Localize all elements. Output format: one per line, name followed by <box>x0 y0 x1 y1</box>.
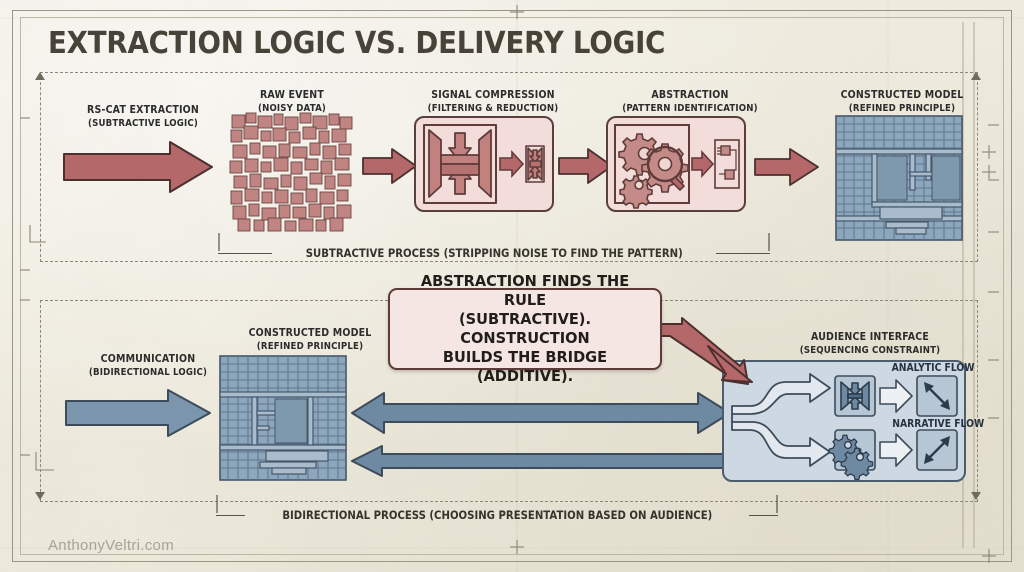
caption-rule-right-2 <box>749 514 779 516</box>
subtractive-process-caption: SUBTRACTIVE PROCESS (STRIPPING NOISE TO … <box>218 246 771 260</box>
site-watermark: AnthonyVeltri.com <box>48 537 174 554</box>
subtractive-process-text: SUBTRACTIVE PROCESS (STRIPPING NOISE TO … <box>305 246 683 260</box>
bidirectional-arrow-lower <box>351 445 731 477</box>
signal-compression-box <box>414 116 554 212</box>
page-title: EXTRACTION LOGIC VS. DELIVERY LOGIC <box>48 26 666 61</box>
raw-event-label: RAW EVENT (NOISY DATA) <box>232 88 352 115</box>
key-insight-callout: ABSTRACTION FINDS THE RULE (SUBTRACTIVE)… <box>388 272 662 385</box>
narrative-flow-label: NARRATIVE FLOW <box>892 418 985 430</box>
bidirectional-process-caption: BIDIRECTIONAL PROCESS (CHOOSING PRESENTA… <box>216 508 779 522</box>
raw-event-line1: RAW EVENT <box>259 88 325 101</box>
audience-interface-line2: (SEQUENCING CONSTRAINT) <box>799 345 941 356</box>
callout-line3: BUILDS THE BRIDGE (ADDITIVE). <box>442 348 608 385</box>
signal-compression-line2: (FILTERING & REDUCTION) <box>427 103 559 114</box>
constructed-model-top-label: CONSTRUCTED MODEL (REFINED PRINCIPLE) <box>825 88 980 115</box>
noise-squares-cluster-icon <box>229 112 353 232</box>
caption-rule-left-2 <box>216 514 245 516</box>
abstraction-box <box>606 116 746 212</box>
analytic-flow-label: ANALYTIC FLOW <box>891 362 975 374</box>
communication-arrow-icon <box>65 389 211 437</box>
signal-compression-line1: SIGNAL COMPRESSION <box>431 88 555 101</box>
constructed-model-bottom-label: CONSTRUCTED MODEL (REFINED PRINCIPLE) <box>231 326 389 353</box>
flow-arrow-icon-3 <box>754 148 819 186</box>
signal-compression-label: SIGNAL COMPRESSION (FILTERING & REDUCTIO… <box>411 88 574 115</box>
extraction-arrow-icon <box>63 141 213 193</box>
circuit-blueprint-icon-bottom <box>219 355 347 481</box>
abstraction-line1: ABSTRACTION <box>651 88 729 101</box>
constructed-model-bottom-line2: (REFINED PRINCIPLE) <box>256 341 364 352</box>
rs-cat-extraction-label: RS-CAT EXTRACTION (SUBTRACTIVE LOGIC) <box>61 103 224 130</box>
rs-cat-extraction-line2: (SUBTRACTIVE LOGIC) <box>88 118 198 129</box>
raw-event-line2: (NOISY DATA) <box>257 103 327 114</box>
callout-line1: ABSTRACTION FINDS THE RULE <box>420 272 630 309</box>
bidirectional-process-text: BIDIRECTIONAL PROCESS (CHOOSING PRESENTA… <box>282 508 712 522</box>
key-insight-callout-text: ABSTRACTION FINDS THE RULE (SUBTRACTIVE)… <box>398 272 652 386</box>
audience-interface-line1: AUDIENCE INTERFACE <box>810 330 930 343</box>
caption-rule-right <box>716 252 771 254</box>
circuit-blueprint-icon-top <box>835 115 963 241</box>
callout-line2: (SUBTRACTIVE). CONSTRUCTION <box>458 310 592 347</box>
communication-label: COMMUNICATION (BIDIRECTIONAL LOGIC) <box>62 352 234 379</box>
bidirectional-arrow-upper <box>351 392 731 434</box>
constructed-model-top-line2: (REFINED PRINCIPLE) <box>848 103 956 114</box>
communication-line2: (BIDIRECTIONAL LOGIC) <box>88 367 208 378</box>
abstraction-label: ABSTRACTION (PATTERN IDENTIFICATION) <box>607 88 772 115</box>
constructed-model-bottom-line1: CONSTRUCTED MODEL <box>248 326 372 339</box>
audience-interface-label: AUDIENCE INTERFACE (SEQUENCING CONSTRAIN… <box>784 330 956 357</box>
abstraction-line2: (PATTERN IDENTIFICATION) <box>622 103 758 114</box>
communication-line1: COMMUNICATION <box>100 352 196 365</box>
constructed-model-top-line1: CONSTRUCTED MODEL <box>840 88 964 101</box>
caption-rule-left <box>218 252 272 254</box>
rs-cat-extraction-line1: RS-CAT EXTRACTION <box>87 103 199 116</box>
flow-arrow-icon-1 <box>362 148 417 184</box>
